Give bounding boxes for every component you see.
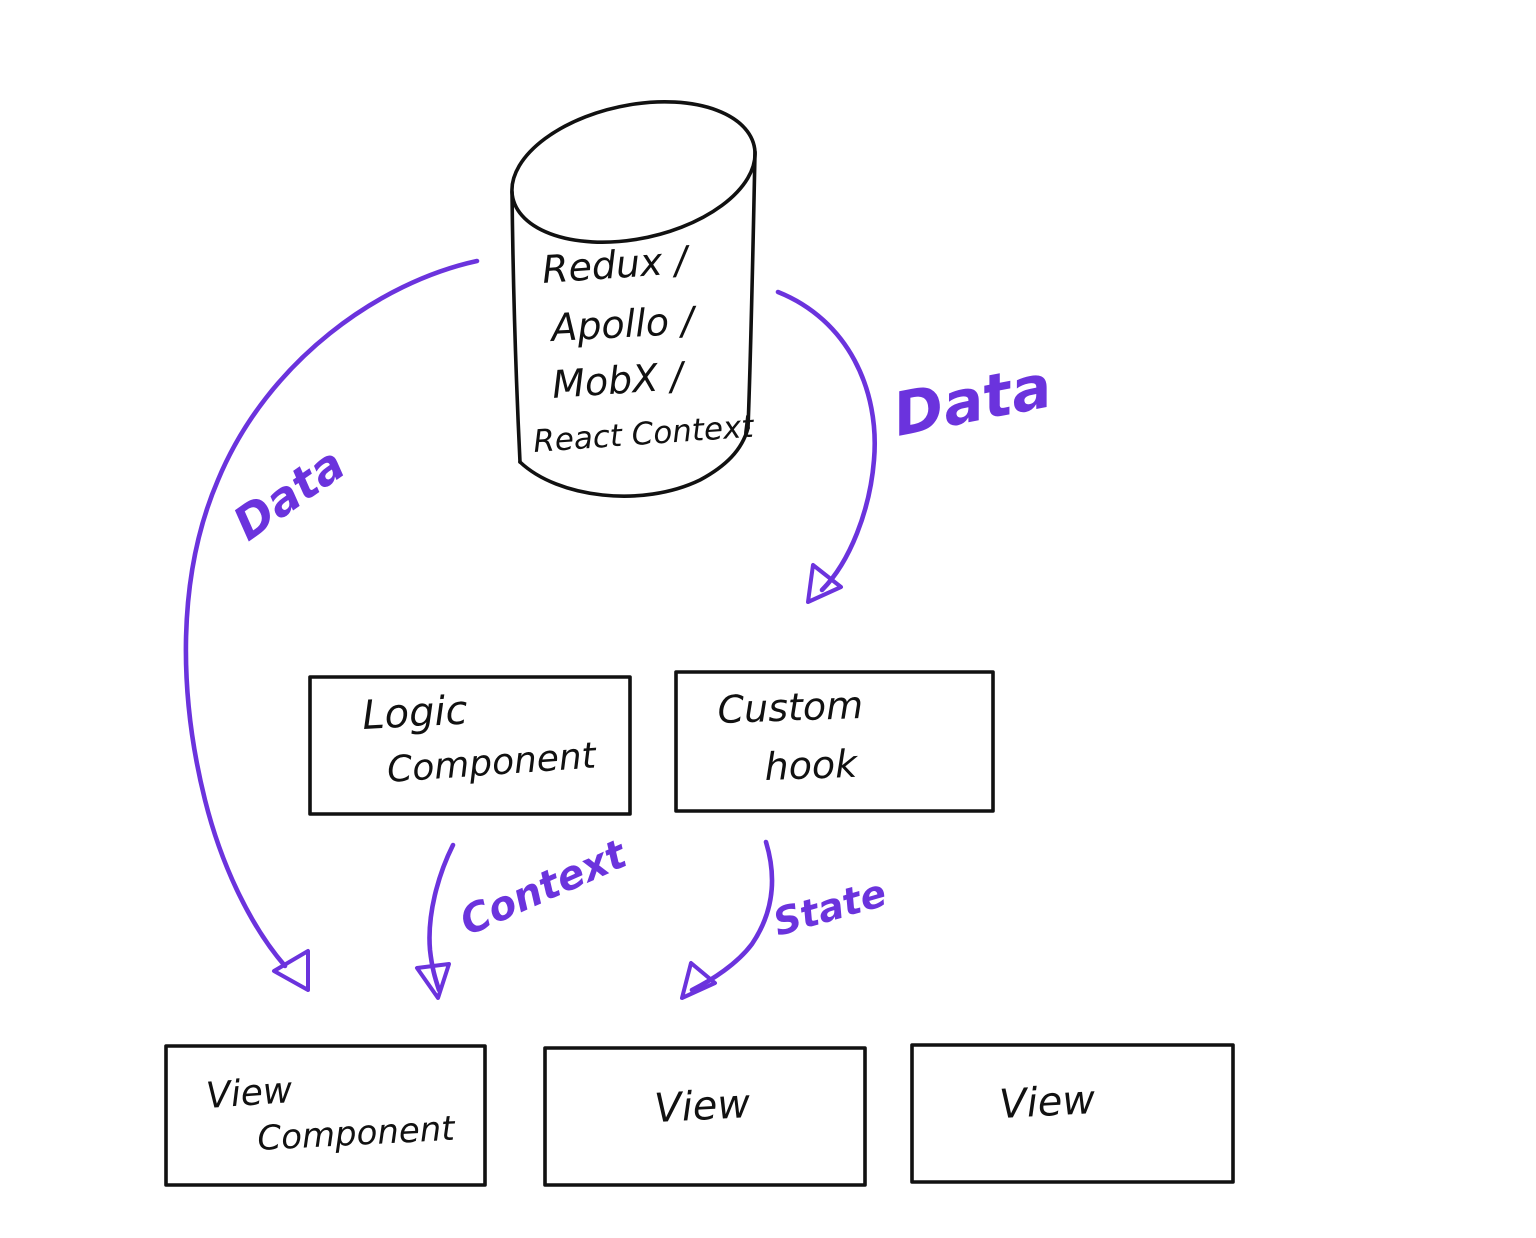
- logic-component-box: Logic Component: [308, 675, 632, 816]
- store-line-2: Apollo /: [547, 298, 699, 350]
- logic-component-rect: [308, 675, 632, 816]
- data-label-left: Data: [223, 437, 354, 551]
- cylinder-right-side: [746, 150, 757, 430]
- store-line-4: React Context: [532, 409, 756, 460]
- view-right-label: View: [998, 1077, 1096, 1128]
- cylinder-left-side: [510, 190, 522, 464]
- view-right-rect: [910, 1043, 1235, 1184]
- view-box-middle: View: [543, 1046, 867, 1187]
- store-cylinder: Redux / Apollo / MobX / React Context: [510, 100, 757, 498]
- data-arrow-right: Data: [775, 289, 1058, 604]
- custom-hook-rect: [674, 670, 995, 813]
- context-arrow-curve: [427, 842, 456, 993]
- context-arrow-arrowhead-icon: [415, 962, 451, 1000]
- state-arrow-arrowhead-icon: [680, 961, 717, 1000]
- view-component-line-2: Component: [256, 1109, 457, 1159]
- custom-hook-line-1: Custom: [717, 683, 864, 732]
- data-arrow-left-arrowhead-icon: [272, 949, 310, 992]
- view-component-box: View Component: [164, 1044, 487, 1187]
- custom-hook-box: Custom hook: [674, 670, 995, 813]
- data-arrow-right-arrowhead-icon: [806, 563, 843, 604]
- data-arrow-right-curve: [775, 289, 877, 593]
- view-middle-label: View: [653, 1081, 751, 1132]
- store-line-1: Redux /: [541, 238, 693, 292]
- custom-hook-line-2: hook: [764, 742, 860, 789]
- store-line-3: MobX /: [551, 354, 689, 407]
- view-component-rect: [164, 1044, 487, 1187]
- logic-component-line-2: Component: [386, 735, 599, 791]
- cylinder-top-ellipse: [510, 100, 757, 244]
- view-component-line-1: View: [205, 1070, 294, 1117]
- logic-component-line-1: Logic: [361, 688, 469, 739]
- cylinder-bottom-arc: [518, 426, 750, 498]
- view-box-right: View: [910, 1043, 1235, 1184]
- context-arrow: Context: [415, 831, 635, 1000]
- data-arrow-left-curve: [183, 258, 480, 969]
- view-middle-rect: [543, 1046, 867, 1187]
- context-label: Context: [453, 831, 635, 946]
- state-arrow-curve: [689, 839, 775, 993]
- data-label-right: Data: [888, 352, 1058, 451]
- data-arrow-left: Data: [183, 258, 480, 992]
- state-arrow: State: [680, 839, 891, 1000]
- state-label: State: [768, 871, 891, 945]
